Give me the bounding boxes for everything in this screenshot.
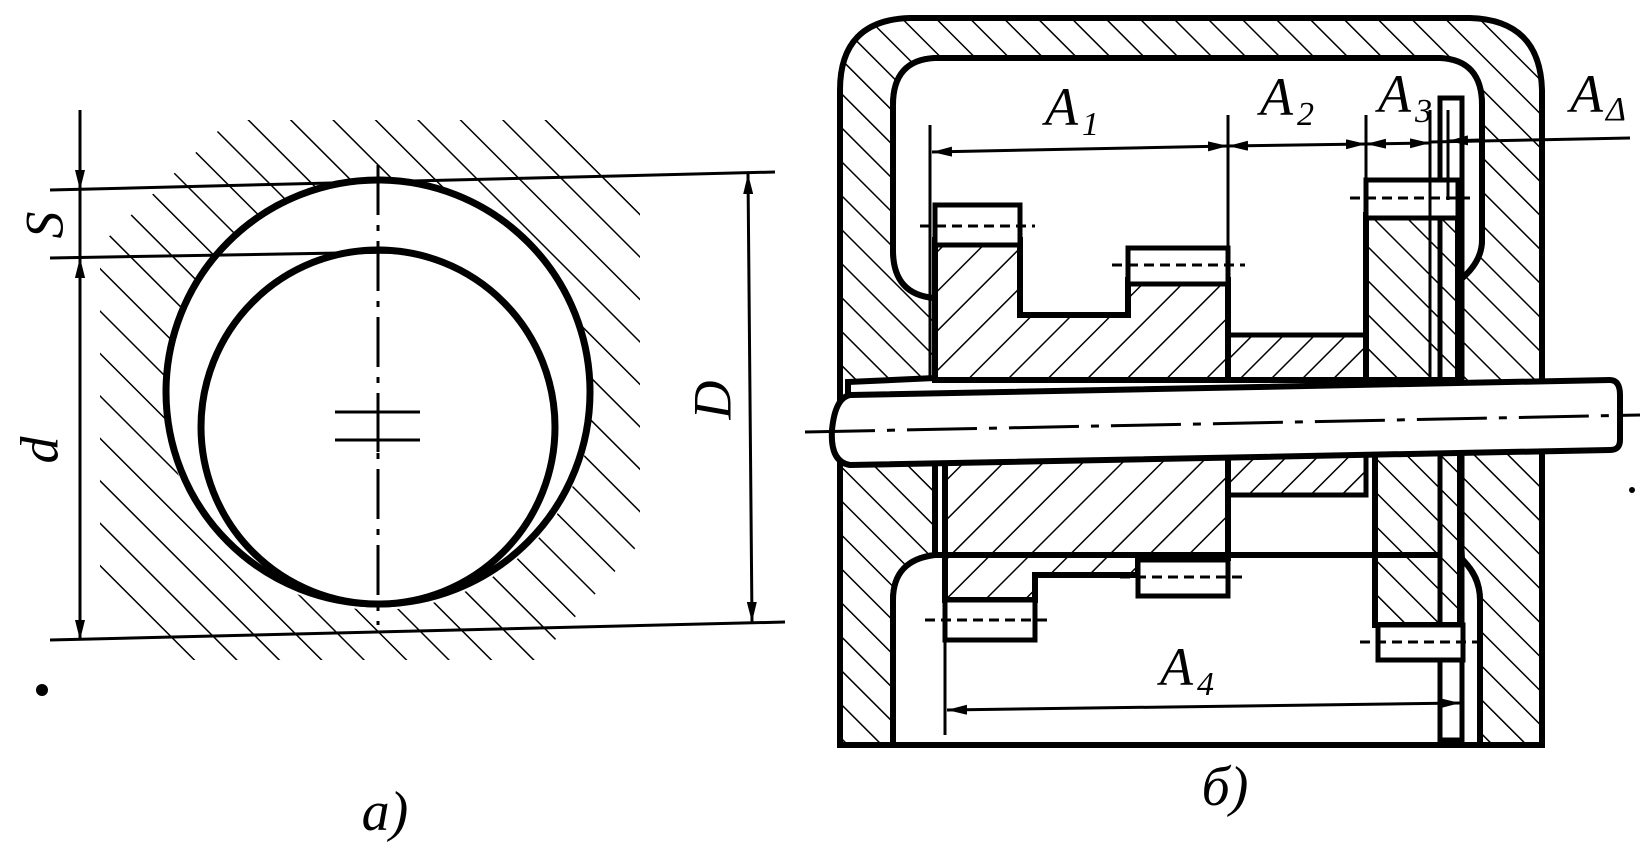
- svg-text:A: A: [1157, 637, 1194, 697]
- svg-text:A: A: [1042, 77, 1079, 137]
- svg-text:A: A: [1257, 67, 1294, 127]
- label-D: D: [682, 381, 742, 421]
- spacer-upper: [1225, 332, 1369, 383]
- dim-a1: [931, 141, 1229, 157]
- caption-b: б): [1202, 756, 1249, 818]
- extension-line-shaft-top: [49, 250, 401, 260]
- extension-lines-b: [928, 110, 1464, 735]
- svg-text:A: A: [1567, 64, 1604, 124]
- label-a3: A 3: [1375, 64, 1432, 130]
- dim-D-line: [743, 173, 757, 623]
- label-s: S: [14, 212, 74, 239]
- hatch-edge-mask: [90, 100, 250, 250]
- hatch-edge-mask: [520, 520, 660, 680]
- gear-3-tooth-upper: [1363, 177, 1461, 221]
- label-a1: A 1: [1042, 77, 1099, 143]
- svg-text:Δ: Δ: [1604, 91, 1626, 128]
- label-d: d: [9, 436, 69, 464]
- housing-cavity: [890, 55, 1485, 383]
- figure-a: S d D a): [9, 100, 786, 843]
- gear-3-tooth-lower: [1375, 622, 1466, 663]
- gear-2-tooth-lower: [1135, 557, 1231, 599]
- svg-text:4: 4: [1197, 666, 1214, 703]
- gear-3-upper: [1363, 212, 1461, 383]
- svg-text:A: A: [1375, 64, 1412, 124]
- svg-text:3: 3: [1414, 93, 1432, 130]
- shaft-axis: [804, 413, 1641, 434]
- speck-dot: [1629, 487, 1635, 493]
- svg-text:2: 2: [1297, 96, 1314, 133]
- housing-cavity-bottom: [890, 552, 1483, 748]
- hatch-edge-mask: [90, 560, 210, 680]
- extension-line-bottom: [49, 620, 786, 642]
- svg-text:1: 1: [1082, 106, 1099, 143]
- dim-adelta-arrow: [1447, 135, 1481, 146]
- speck-dot: [36, 684, 48, 696]
- label-a2: A 2: [1257, 67, 1314, 133]
- label-a4: A 4: [1157, 637, 1214, 703]
- extension-line-top: [49, 170, 776, 192]
- dim-a3: [1365, 138, 1431, 149]
- dim-a4: [946, 698, 1461, 715]
- gear-3-lower: [1372, 447, 1463, 628]
- figure-b: A 1 A 2 A 3 A Δ A 4 б): [804, 15, 1641, 818]
- dim-a2: [1227, 139, 1367, 151]
- label-adelta: A Δ: [1567, 64, 1626, 128]
- caption-a: a): [362, 781, 409, 843]
